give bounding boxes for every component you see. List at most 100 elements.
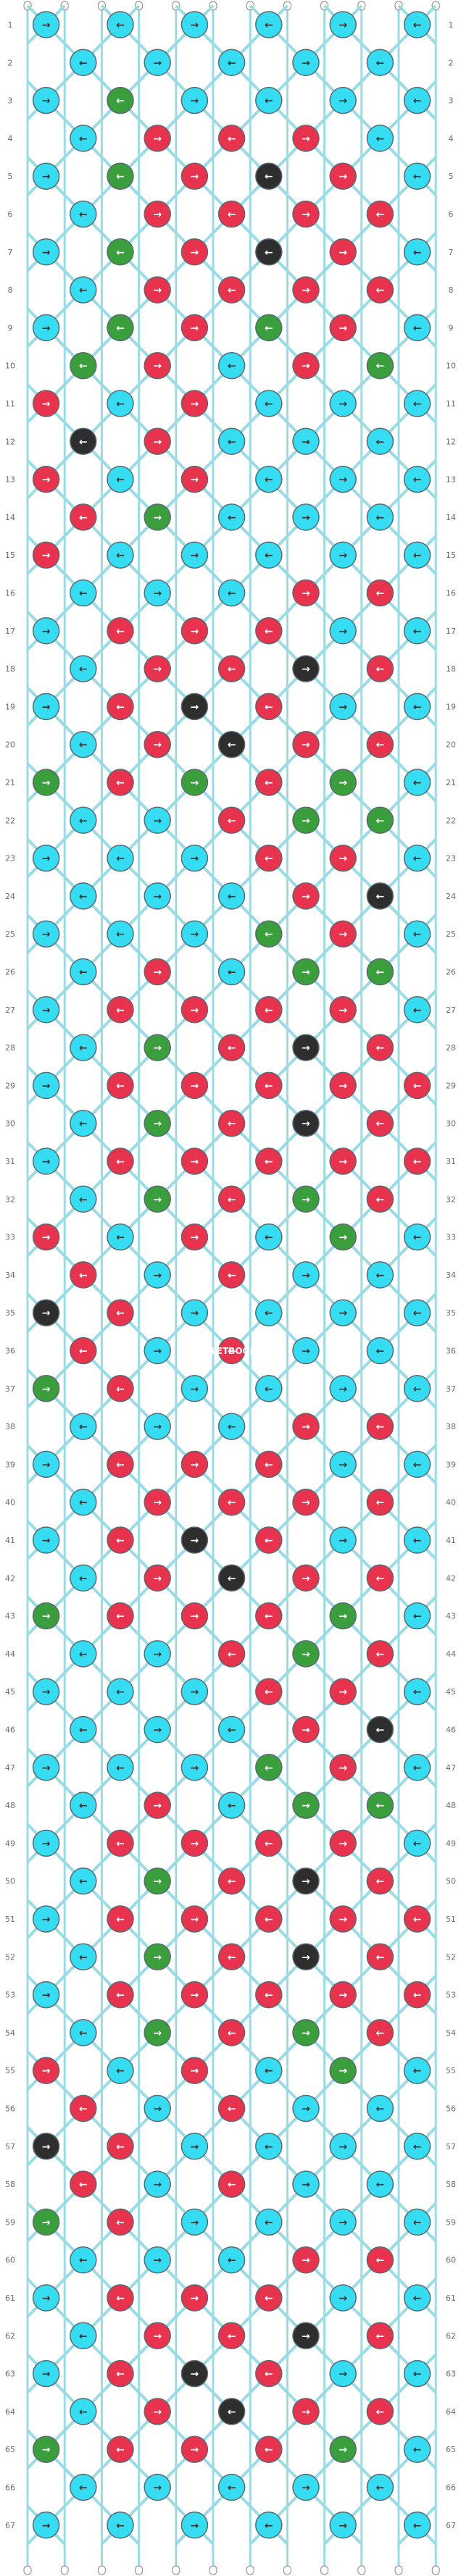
knot bbox=[217, 1261, 246, 1289]
arrow-right-icon: → bbox=[191, 853, 199, 865]
row-label-right: 5 bbox=[449, 172, 454, 181]
arrow-right-icon: → bbox=[191, 1156, 199, 1168]
arrow-left-icon: ← bbox=[376, 133, 385, 145]
knot bbox=[292, 1640, 320, 1668]
row-label-right: 14 bbox=[446, 513, 456, 522]
arrow-right-icon: → bbox=[153, 1876, 162, 1888]
arrow-left-icon: ← bbox=[413, 2141, 422, 2153]
arrow-right-icon: → bbox=[42, 398, 51, 410]
arrow-right-icon: → bbox=[153, 891, 162, 903]
knot bbox=[255, 693, 283, 721]
knot bbox=[180, 2512, 209, 2539]
knot bbox=[329, 11, 357, 38]
arrow-right-icon: → bbox=[42, 2520, 51, 2532]
knot bbox=[107, 2133, 134, 2160]
arrow-right-icon: → bbox=[302, 2483, 310, 2494]
arrow-right-icon: → bbox=[302, 1573, 310, 1584]
row-label-left: 34 bbox=[5, 1271, 15, 1280]
row-label-right: 56 bbox=[446, 2104, 456, 2114]
knot bbox=[255, 2057, 283, 2084]
knot bbox=[366, 1261, 394, 1289]
row-label-right: 22 bbox=[446, 816, 456, 825]
knot bbox=[32, 2435, 60, 2463]
knot bbox=[366, 1564, 394, 1592]
knot bbox=[32, 1375, 60, 1402]
row-label-left: 32 bbox=[5, 1195, 15, 1204]
arrow-left-icon: ← bbox=[116, 550, 125, 561]
knot bbox=[180, 2057, 209, 2084]
arrow-left-icon: ← bbox=[228, 1876, 236, 1888]
row-label-right: 21 bbox=[446, 778, 456, 787]
arrow-left-icon: ← bbox=[116, 2065, 125, 2077]
arrow-right-icon: → bbox=[191, 550, 199, 561]
knot bbox=[403, 238, 431, 266]
knot-grid: → ← → ← → ← ← → ← → ← → ← → ← → ← ← → ← → ← → ← → ← → ← ← → ← → ← → ← → ← → ← ←… bbox=[32, 11, 431, 2539]
knot bbox=[255, 1526, 283, 1554]
arrow-right-icon: → bbox=[191, 1762, 199, 1774]
knot bbox=[329, 1905, 357, 1933]
arrow-left-icon: ← bbox=[413, 1611, 422, 1623]
arrow-left-icon: ← bbox=[116, 1535, 125, 1547]
arrow-left-icon: ← bbox=[228, 2028, 236, 2039]
knot bbox=[70, 351, 97, 380]
knot bbox=[107, 1905, 134, 1933]
knot bbox=[403, 2208, 431, 2236]
arrow-right-icon: → bbox=[153, 1725, 162, 1736]
knot bbox=[180, 86, 209, 114]
arrow-right-icon: → bbox=[42, 853, 51, 865]
arrow-left-icon: ← bbox=[228, 1649, 236, 1660]
knot bbox=[144, 49, 171, 77]
knot bbox=[403, 1754, 431, 1781]
arrow-right-icon: → bbox=[339, 171, 347, 183]
arrow-right-icon: → bbox=[339, 1156, 347, 1168]
arrow-left-icon: ← bbox=[79, 512, 88, 524]
knot bbox=[292, 1488, 320, 1516]
row-label-right: 3 bbox=[449, 96, 454, 106]
row-label-left: 17 bbox=[5, 627, 15, 636]
arrow-left-icon: ← bbox=[79, 2255, 88, 2267]
arrow-left-icon: ← bbox=[116, 247, 125, 259]
arrow-left-icon: ← bbox=[228, 133, 236, 145]
arrow-left-icon: ← bbox=[413, 1156, 422, 1168]
arrow-left-icon: ← bbox=[116, 322, 125, 334]
knot bbox=[144, 1034, 171, 1061]
arrow-right-icon: → bbox=[302, 1649, 310, 1660]
knot bbox=[292, 503, 320, 531]
knot bbox=[32, 1223, 60, 1251]
knot bbox=[144, 2170, 171, 2198]
arrow-left-icon: ← bbox=[116, 20, 125, 31]
string-bottom-cap bbox=[209, 2565, 217, 2575]
knot bbox=[329, 693, 357, 721]
arrow-left-icon: ← bbox=[228, 1573, 236, 1584]
knot bbox=[292, 351, 320, 380]
arrow-left-icon: ← bbox=[413, 1080, 422, 1092]
arrow-right-icon: → bbox=[153, 1118, 162, 1130]
row-label-left: 41 bbox=[5, 1536, 15, 1545]
arrow-right-icon: → bbox=[42, 777, 51, 789]
arrow-right-icon: → bbox=[302, 1042, 310, 1054]
knot bbox=[70, 1640, 97, 1668]
row-label-right: 35 bbox=[446, 1308, 456, 1318]
knot bbox=[403, 1223, 431, 1251]
arrow-right-icon: → bbox=[302, 2330, 310, 2342]
arrow-left-icon: ← bbox=[413, 853, 422, 865]
knot bbox=[366, 1034, 394, 1061]
arrow-right-icon: → bbox=[42, 1156, 51, 1168]
arrow-left-icon: ← bbox=[376, 740, 385, 751]
row-label-left: 62 bbox=[5, 2331, 15, 2341]
arrow-right-icon: → bbox=[339, 701, 347, 713]
knot bbox=[144, 503, 171, 531]
arrow-right-icon: → bbox=[42, 2369, 51, 2380]
knot bbox=[70, 806, 97, 835]
arrow-left-icon: ← bbox=[79, 1270, 88, 1281]
arrow-right-icon: → bbox=[339, 474, 347, 486]
arrow-right-icon: → bbox=[339, 1459, 347, 1471]
row-label-left: 57 bbox=[5, 2142, 15, 2151]
arrow-left-icon: ← bbox=[413, 1384, 422, 1395]
knot bbox=[107, 1754, 134, 1781]
arrow-left-icon: ← bbox=[376, 2483, 385, 2494]
arrow-right-icon: → bbox=[153, 2179, 162, 2191]
knot bbox=[292, 1715, 320, 1744]
knot bbox=[70, 2094, 97, 2123]
